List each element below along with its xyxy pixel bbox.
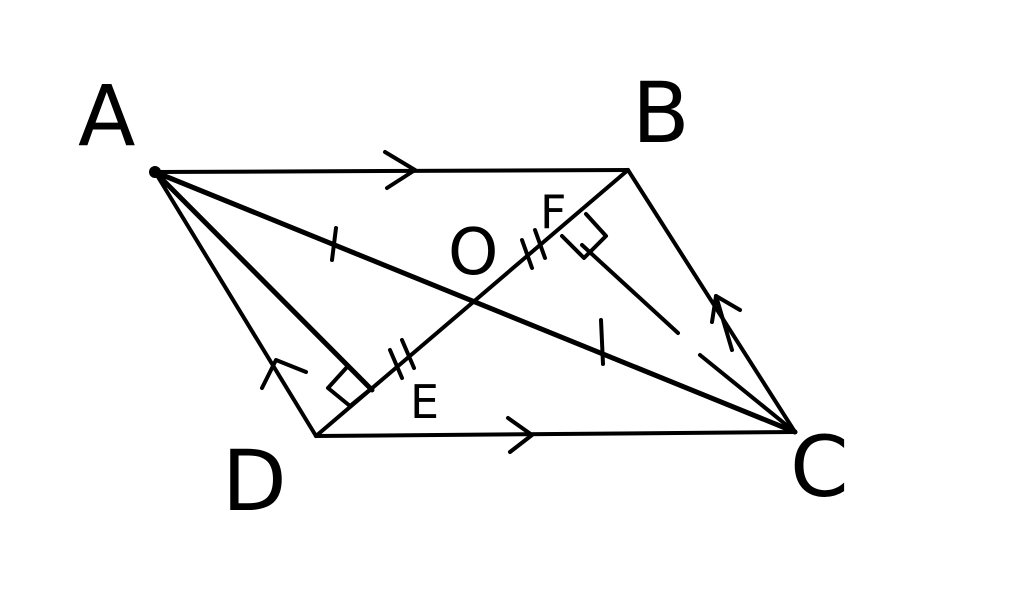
double-tick-of-2	[533, 228, 547, 260]
double-tick-of-1	[520, 238, 534, 270]
arrow-ad	[260, 358, 308, 390]
arrow-ab	[383, 150, 417, 190]
label-c: C	[790, 418, 849, 516]
tick-ao	[330, 226, 338, 262]
right-angle-mark-e	[326, 364, 374, 408]
label-a: A	[78, 67, 135, 165]
label-o: O	[448, 216, 498, 290]
vertex-a-dot	[149, 166, 161, 178]
tick-oc	[599, 318, 605, 366]
side-bc	[626, 168, 797, 434]
side-ab	[153, 168, 630, 174]
right-angle-mark-f	[560, 212, 608, 260]
label-d: D	[222, 432, 287, 530]
perpendicular-cf-lower	[698, 353, 797, 434]
double-tick-eo-2	[400, 338, 416, 370]
label-b: B	[632, 64, 690, 162]
perpendicular-cf-upper	[580, 243, 680, 335]
label-f: F	[540, 185, 566, 239]
label-e: E	[410, 375, 439, 429]
side-ad	[153, 170, 318, 438]
arrow-bc-shaft	[714, 294, 734, 352]
double-tick-eo-1	[388, 348, 404, 380]
arrow-dc	[506, 416, 534, 454]
side-dc	[314, 430, 797, 438]
perpendicular-ae	[152, 169, 375, 393]
